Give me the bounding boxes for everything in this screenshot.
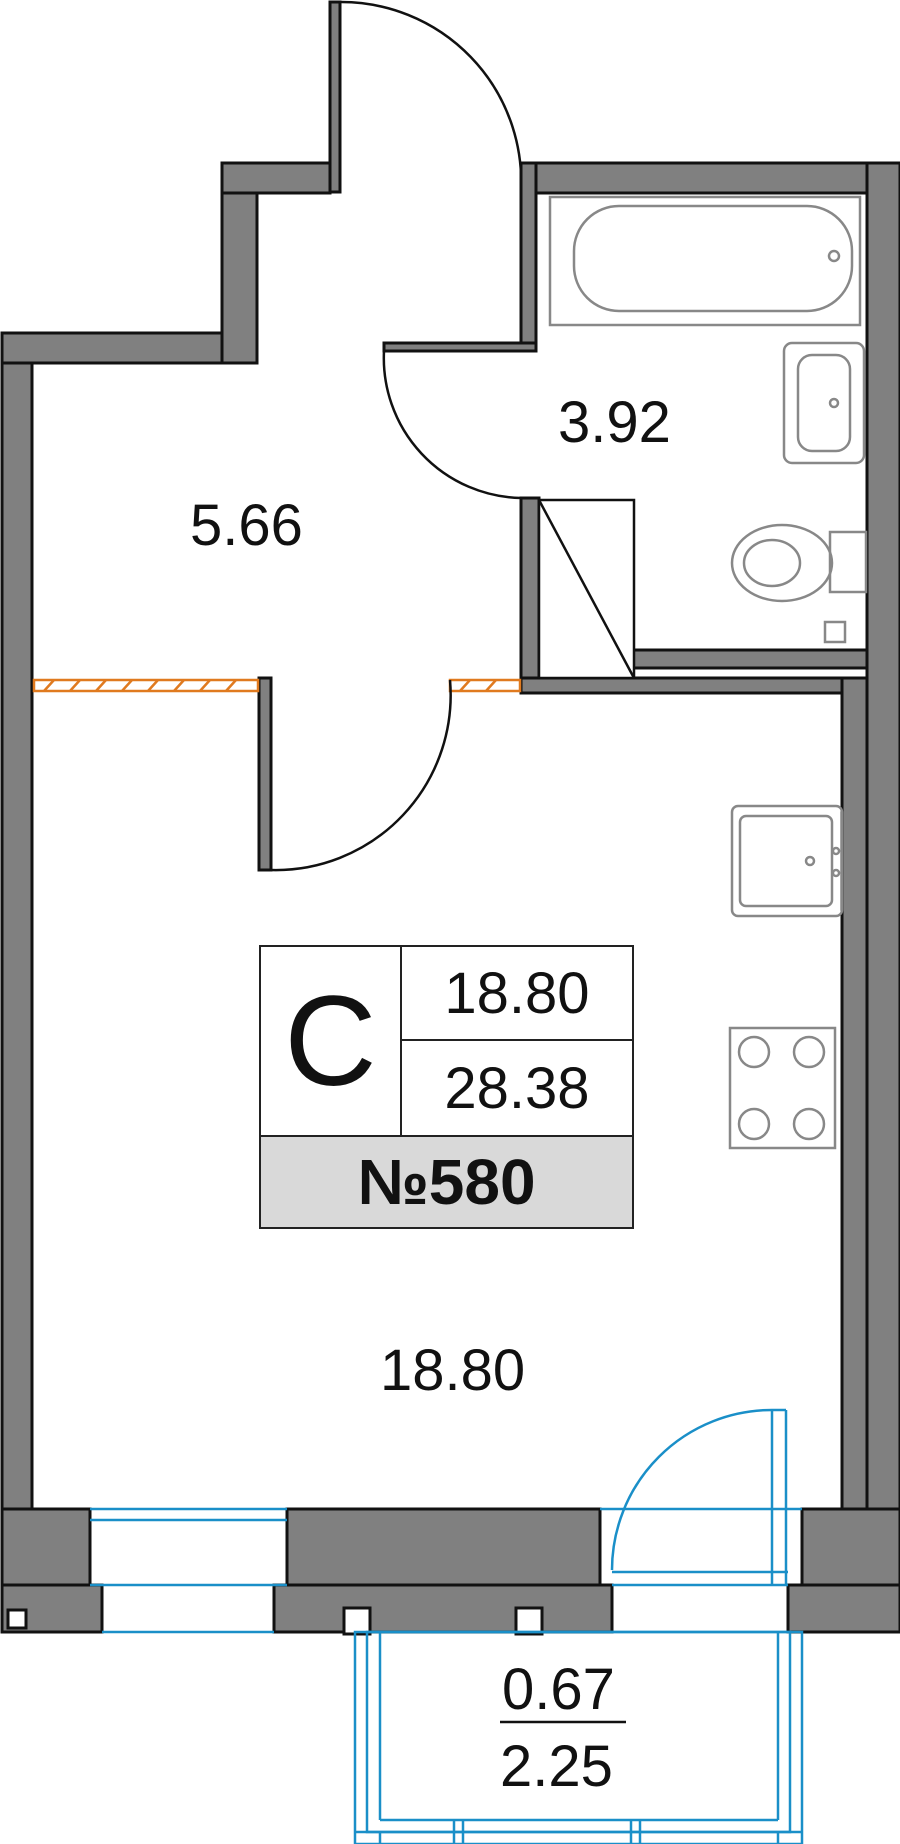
apartment-badge: С 18.80 28.38 №580 bbox=[259, 945, 634, 1229]
apartment-type-letter: С bbox=[284, 969, 377, 1113]
toilet bbox=[730, 523, 868, 644]
living-area-value: 18.80 bbox=[444, 960, 590, 1026]
threshold-hatch bbox=[32, 678, 522, 693]
apartment-number-cell: №580 bbox=[259, 1135, 634, 1229]
living-area-cell: 18.80 bbox=[400, 945, 634, 1041]
bathtub bbox=[548, 195, 862, 327]
storage-cabinet bbox=[537, 498, 636, 680]
apartment-type-cell: С bbox=[259, 945, 402, 1137]
stove bbox=[728, 1026, 837, 1150]
washbasin bbox=[782, 341, 866, 465]
bathroom-area-label: 3.92 bbox=[558, 390, 671, 455]
total-area-cell: 28.38 bbox=[400, 1039, 634, 1137]
apartment-number: №580 bbox=[357, 1146, 536, 1218]
balcony-notches bbox=[6, 1606, 544, 1636]
kitchen-sink bbox=[730, 804, 844, 918]
balcony-frame bbox=[353, 1630, 804, 1844]
hall-area-label: 5.66 bbox=[190, 493, 303, 558]
exterior-walls bbox=[0, 0, 900, 1513]
balcony-area-full: 2.25 bbox=[500, 1734, 613, 1799]
windows bbox=[90, 1408, 802, 1634]
balcony-area-reduced: 0.67 bbox=[502, 1657, 615, 1722]
facade-blocks bbox=[0, 1507, 900, 1634]
doors bbox=[269, 0, 523, 872]
total-area-value: 28.38 bbox=[444, 1055, 590, 1121]
living-room-area-label: 18.80 bbox=[380, 1338, 525, 1403]
